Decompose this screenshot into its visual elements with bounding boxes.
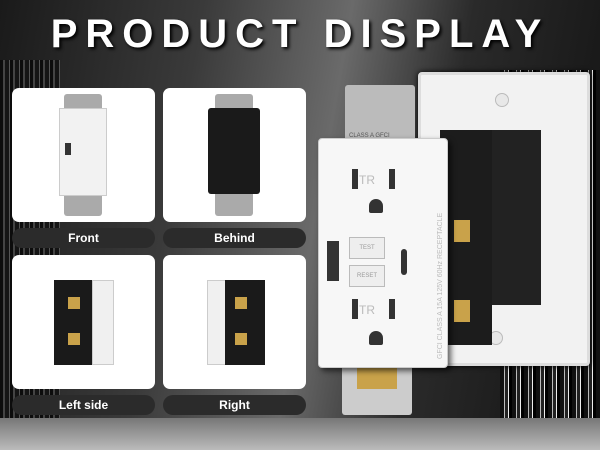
reset-button: RESET [349, 265, 385, 287]
front-view-card [12, 88, 155, 222]
left-side-view-card [12, 255, 155, 389]
right-view-card [163, 255, 306, 389]
usb-c-port [401, 249, 407, 275]
behind-view-card [163, 88, 306, 222]
behind-receptacle-image [208, 108, 260, 194]
mounting-strap [342, 365, 412, 415]
test-button: TEST [349, 237, 385, 259]
floor [0, 418, 600, 450]
page-title: PRODUCT DISPLAY [50, 12, 550, 56]
front-label: Front [12, 228, 155, 248]
receptacle-housing [440, 130, 492, 345]
right-label: Right [163, 395, 306, 415]
behind-label: Behind [163, 228, 306, 248]
gfci-receptacle: TR TEST RESET TR GFCI CLASS A 15A 125V 6… [318, 138, 448, 368]
mounting-strap: CLASS A GFCI [345, 85, 415, 145]
usb-a-port [327, 241, 339, 281]
left-side-label: Left side [12, 395, 155, 415]
screw-icon [495, 93, 509, 107]
